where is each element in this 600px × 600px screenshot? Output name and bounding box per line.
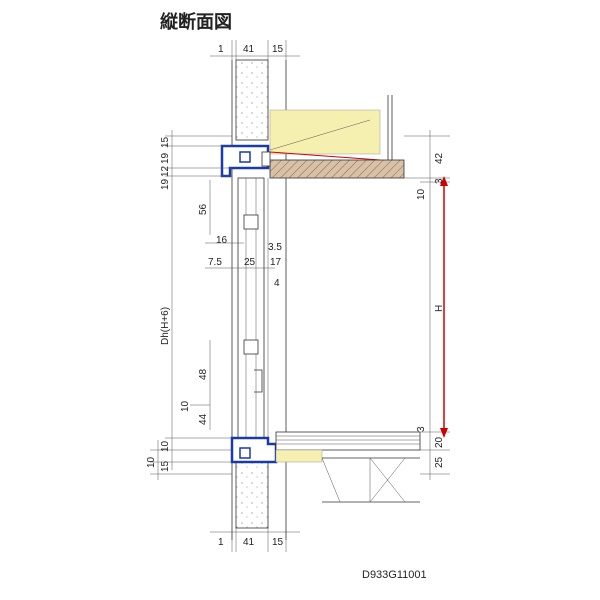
dim-10b: 10: [160, 440, 171, 452]
left-dimensions: [150, 130, 275, 480]
dim-top-15: 15: [272, 44, 284, 55]
dim-top-1: 1: [218, 44, 224, 55]
top-dimensions: 1 41 15: [210, 40, 300, 60]
dim-25r: 25: [434, 456, 445, 468]
dim-10c: 10: [146, 456, 157, 468]
dim-44: 44: [198, 413, 209, 425]
dim-10: 10: [180, 400, 191, 412]
right-dimensions: [404, 130, 450, 480]
dim-16: 16: [216, 235, 228, 246]
dim-20: 20: [434, 436, 445, 448]
bottom-dimensions: [210, 528, 300, 552]
lower-frame: [230, 436, 278, 464]
floor: [275, 431, 421, 503]
drawing-code: D933G11001: [362, 569, 427, 581]
dim-12: 12: [160, 165, 171, 177]
dim-15b: 15: [160, 460, 171, 472]
dim-56: 56: [198, 203, 209, 215]
dim-bot-41: 41: [243, 537, 255, 548]
upper-frame: [220, 144, 271, 178]
drawing-title: 縦断面図: [160, 11, 232, 32]
dim-19: 19: [160, 152, 171, 164]
dim-3-5: 3.5: [268, 242, 282, 253]
dim-48: 48: [198, 368, 209, 380]
dim-25: 25: [244, 257, 256, 268]
dim-17: 17: [270, 257, 282, 268]
dim-3: 3: [434, 178, 445, 184]
dim-42: 42: [434, 152, 445, 164]
dim-top-41: 41: [243, 44, 255, 55]
dim-7-5: 7.5: [208, 257, 222, 268]
dim-bot-15: 15: [272, 537, 284, 548]
dim-r10: 10: [416, 188, 427, 200]
lower-wall: [235, 461, 269, 529]
wood-sill: [269, 159, 405, 179]
dim-19b: 19: [160, 178, 171, 190]
upper-wall: [235, 59, 269, 141]
upper-glass: [269, 109, 381, 155]
dim-15: 15: [160, 136, 171, 148]
dim-3b: 3: [416, 426, 427, 432]
dim-dh: Dh(H+6): [160, 307, 171, 345]
dim-4: 4: [274, 278, 280, 289]
dim-h: H: [434, 305, 445, 312]
dim-bot-1: 1: [218, 537, 224, 548]
